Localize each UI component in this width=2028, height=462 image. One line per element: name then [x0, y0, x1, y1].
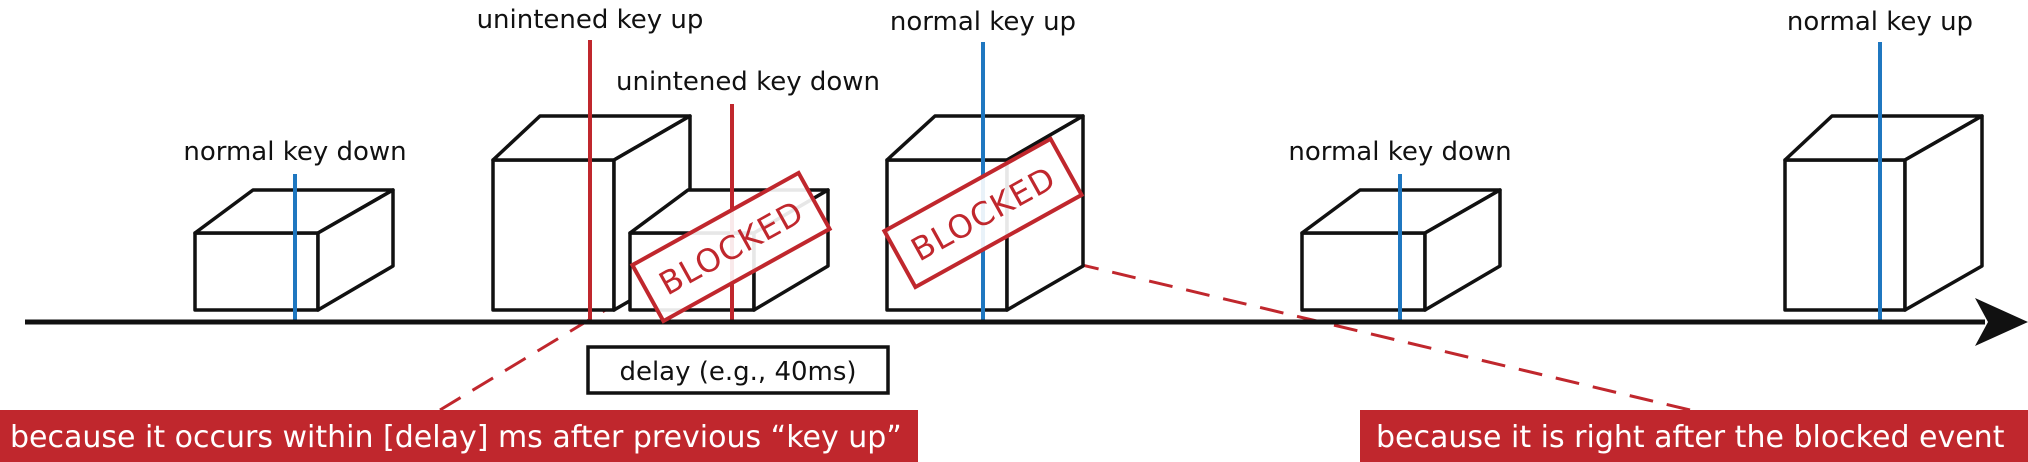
note-left: because it occurs within [delay] ms afte…: [0, 410, 918, 462]
key-event-box-2: [491, 114, 692, 312]
label-normal-key-down-2: normal key down: [1288, 137, 1511, 167]
key-event-box-6: [1783, 114, 1984, 312]
delay-label: delay (e.g., 40ms): [619, 357, 856, 387]
label-unintended-key-down: unintened key down: [616, 67, 880, 97]
label-unintended-key-up: unintened key up: [477, 5, 704, 35]
arrow-right-icon: [1975, 298, 2028, 346]
label-normal-key-up-2: normal key up: [1787, 7, 1973, 37]
note-right-text: because it is right after the blocked ev…: [1376, 420, 2005, 455]
label-normal-key-down-1: normal key down: [183, 137, 406, 167]
note-left-text: because it occurs within [delay] ms afte…: [10, 420, 902, 455]
label-normal-key-up-1: normal key up: [890, 7, 1076, 37]
delay-box: delay (e.g., 40ms): [586, 345, 890, 395]
note-right: because it is right after the blocked ev…: [1360, 410, 2028, 462]
